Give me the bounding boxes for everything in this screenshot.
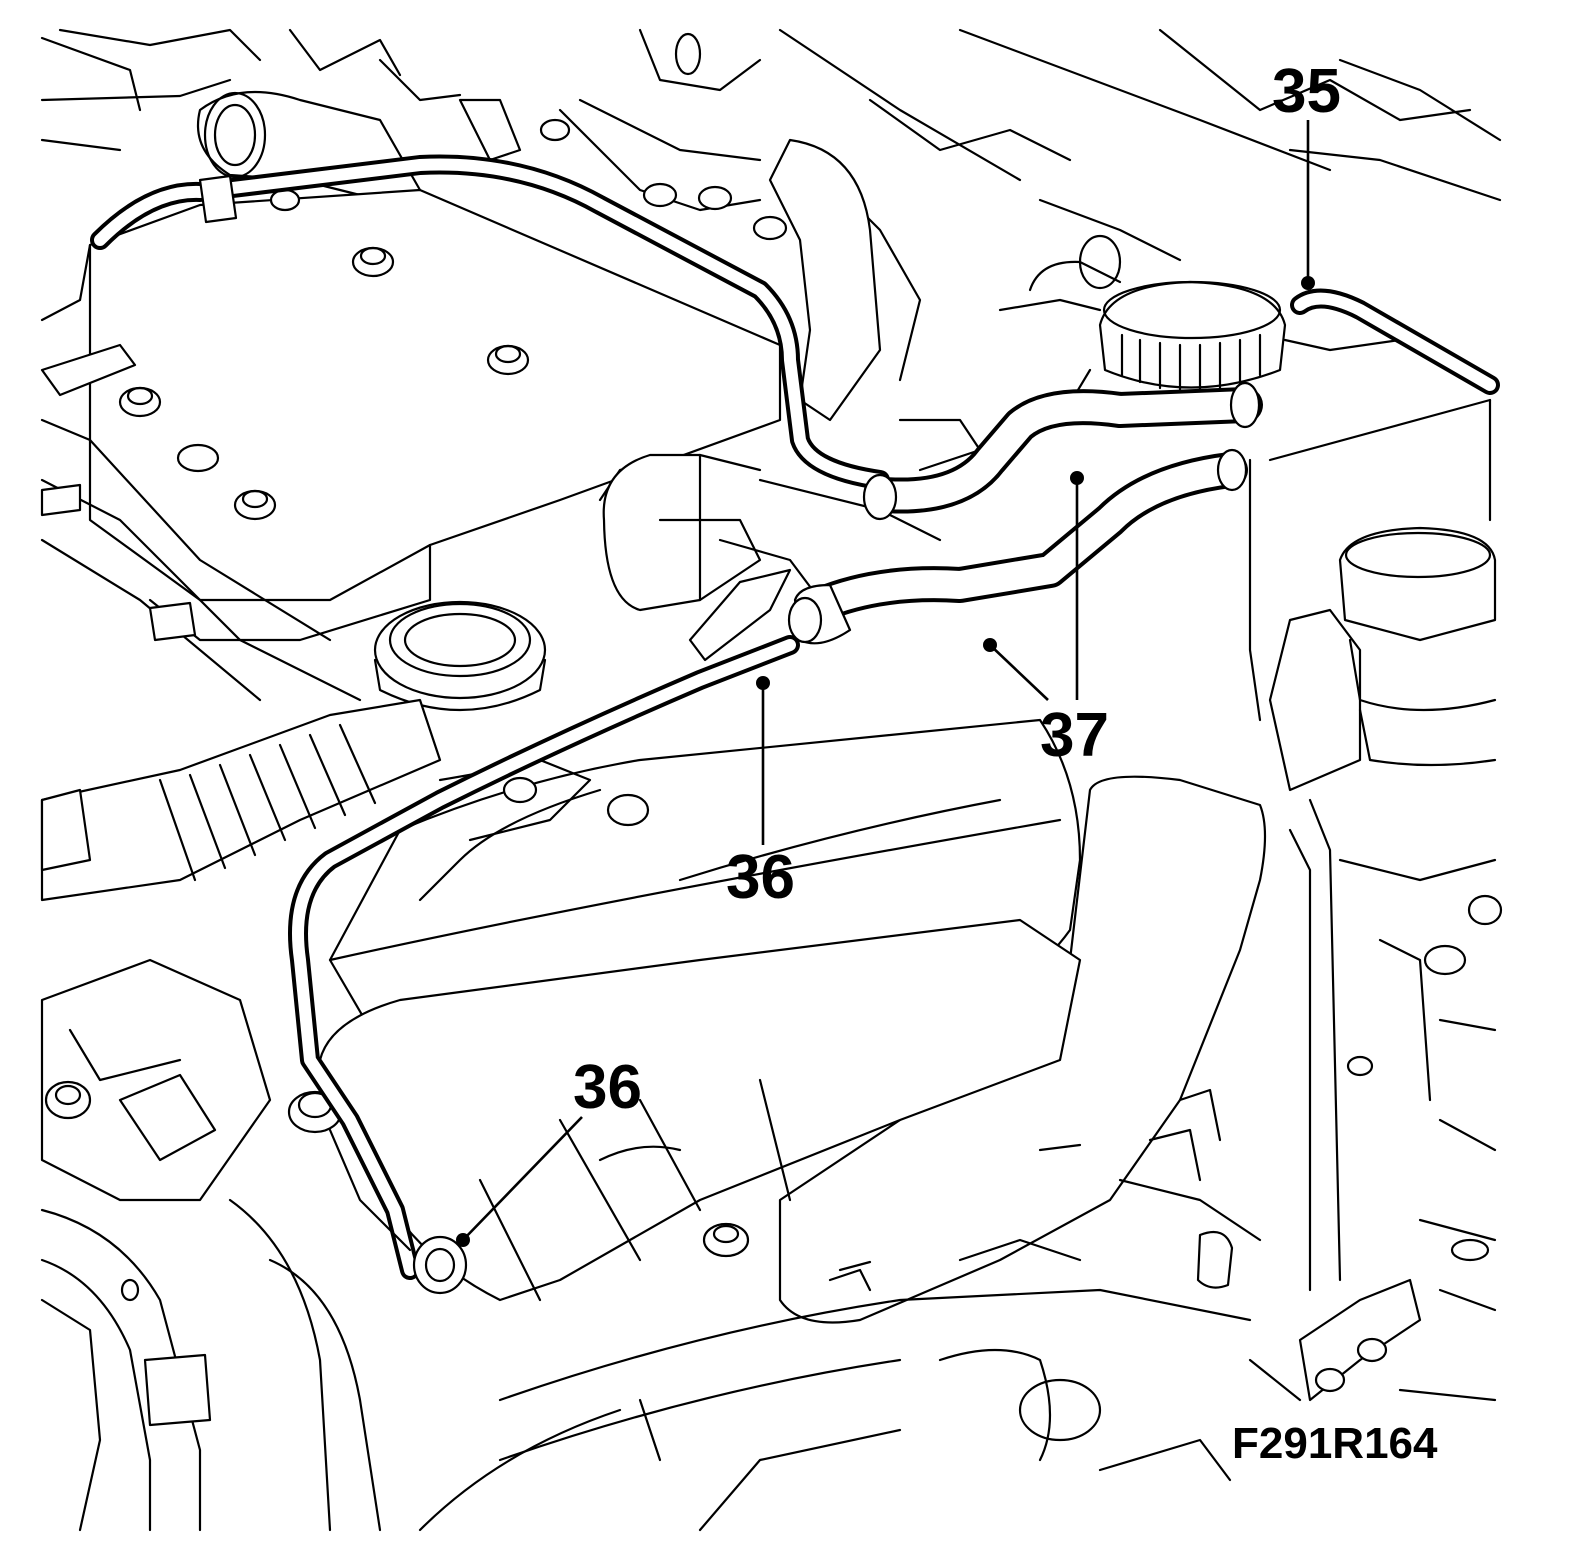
- valve-cover-bolts: [118, 246, 530, 521]
- hose-37: [787, 381, 1263, 645]
- hoses: [90, 154, 1500, 1295]
- callout-leaders: [456, 120, 1315, 1247]
- callout-36-upper: 36: [726, 843, 795, 912]
- callout-37: 37: [1040, 701, 1109, 770]
- engine-bay-background-linework: [40, 28, 1503, 1532]
- figure-code: F291R164: [1232, 1419, 1438, 1468]
- hose-36: [288, 568, 800, 1295]
- hose-35: [90, 154, 1500, 490]
- callout-labels: 35 37 36 36: [573, 57, 1341, 1122]
- callout-35: 35: [1272, 57, 1341, 126]
- oil-filler-cap: [373, 600, 547, 712]
- expansion-tank-cap: [1098, 280, 1287, 392]
- callout-36-lower: 36: [573, 1053, 642, 1122]
